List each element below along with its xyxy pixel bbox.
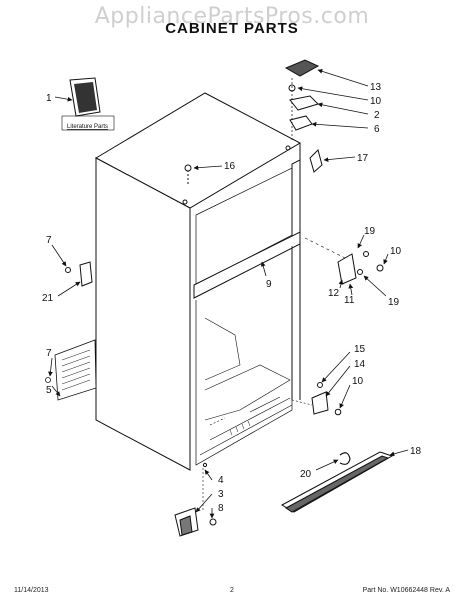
callout-1: 1 bbox=[46, 93, 52, 104]
callout-7-upper: 7 bbox=[46, 235, 52, 246]
lower-hinge-assembly bbox=[291, 382, 342, 416]
footer-page-number: 2 bbox=[230, 587, 234, 594]
hinge-cover-17 bbox=[309, 149, 323, 173]
callout-7-lower: 7 bbox=[46, 348, 52, 359]
callout-21: 21 bbox=[42, 293, 54, 304]
literature-parts: Literature Parts bbox=[61, 77, 115, 131]
footer-part-number: Part No. W10662448 Rev. A bbox=[362, 587, 450, 594]
callout-17: 17 bbox=[357, 153, 369, 164]
callout-4: 4 bbox=[218, 475, 224, 486]
callout-5: 5 bbox=[46, 385, 52, 396]
callout-2: 2 bbox=[374, 110, 380, 121]
callout-6: 6 bbox=[374, 124, 380, 135]
callout-11: 11 bbox=[344, 295, 355, 306]
literature-parts-label: Literature Parts bbox=[67, 124, 108, 130]
callout-16: 16 bbox=[224, 161, 236, 172]
callout-20: 20 bbox=[300, 469, 312, 480]
callout-10-lower: 10 bbox=[352, 376, 364, 387]
callout-9: 9 bbox=[266, 279, 272, 290]
top-hinge-assembly bbox=[284, 59, 320, 140]
callout-3: 3 bbox=[218, 489, 224, 500]
watermark: AppliancePartsPros.com bbox=[94, 4, 370, 29]
callout-13: 13 bbox=[370, 82, 382, 93]
callout-10-center: 10 bbox=[390, 246, 402, 257]
callout-labels: 1 13 10 2 6 16 17 19 10 9 12 11 19 7 21 … bbox=[42, 82, 422, 514]
callout-19-lower: 19 bbox=[388, 297, 400, 308]
callout-14: 14 bbox=[354, 359, 366, 370]
grille-clip bbox=[339, 452, 351, 465]
leader-lines bbox=[48, 69, 409, 519]
left-door-stop bbox=[65, 261, 93, 287]
page-title: CABINET PARTS bbox=[165, 20, 299, 37]
callout-15: 15 bbox=[354, 344, 366, 355]
callout-19-upper: 19 bbox=[364, 226, 376, 237]
footer-date: 11/14/2013 bbox=[14, 587, 49, 594]
center-hinge-assembly bbox=[304, 237, 384, 285]
screw-16 bbox=[184, 164, 192, 186]
callout-10-top: 10 bbox=[370, 96, 382, 107]
toe-grille bbox=[280, 451, 394, 513]
bottom-hinge bbox=[174, 468, 217, 537]
callout-8: 8 bbox=[218, 503, 224, 514]
refrigerator-cabinet bbox=[94, 92, 302, 471]
callout-12: 12 bbox=[328, 288, 340, 299]
callout-18: 18 bbox=[410, 446, 422, 457]
left-grille bbox=[45, 339, 97, 401]
